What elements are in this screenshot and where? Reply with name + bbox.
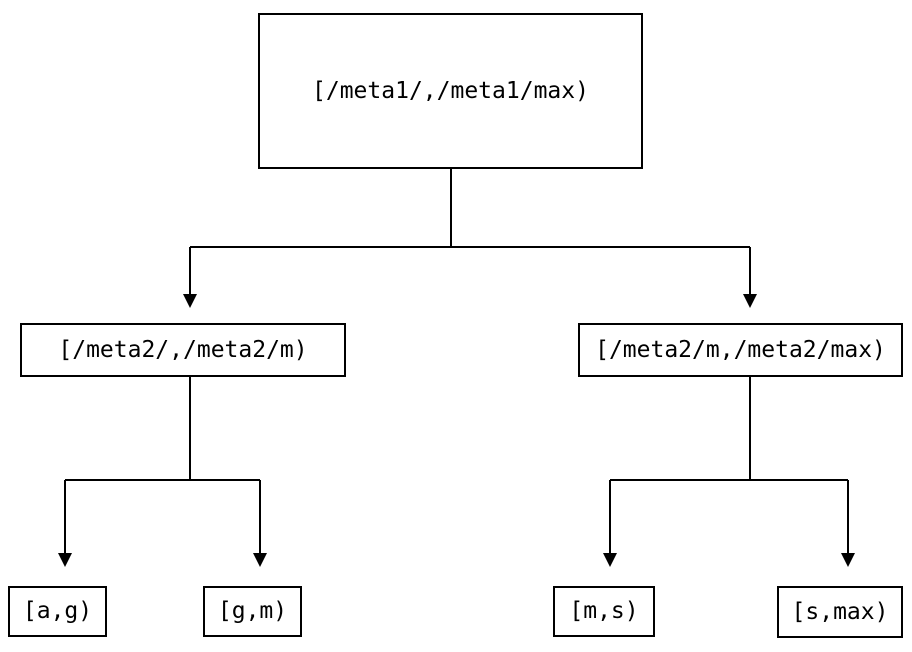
node-label: [s,max) [791,598,889,625]
arrow-down-icon [743,294,757,308]
tree-node-leaf-gm: [g,m) [203,586,302,637]
arrow-down-icon [603,553,617,567]
node-label: [/meta1/,/meta1/max) [312,77,589,104]
edge-leftmid-trunk [64,377,261,554]
node-label: [/meta2/m,/meta2/max) [595,336,886,363]
tree-node-root: [/meta1/,/meta1/max) [258,13,643,169]
arrow-down-icon [183,294,197,308]
edge-root-trunk [189,169,751,295]
node-label: [a,g) [22,598,93,624]
arrow-down-icon [253,553,267,567]
node-label: [/meta2/,/meta2/m) [58,336,308,363]
edge-rightmid-trunk [609,377,849,554]
tree-node-leaf-smax: [s,max) [777,586,903,638]
node-label: [g,m) [217,598,288,624]
arrow-down-icon [841,553,855,567]
tree-node-leaf-ms: [m,s) [553,586,655,637]
node-label: [m,s) [569,598,639,624]
tree-node-right-mid: [/meta2/m,/meta2/max) [578,323,903,377]
arrow-down-icon [58,553,72,567]
tree-node-leaf-ag: [a,g) [8,586,107,637]
tree-node-left-mid: [/meta2/,/meta2/m) [20,323,346,377]
